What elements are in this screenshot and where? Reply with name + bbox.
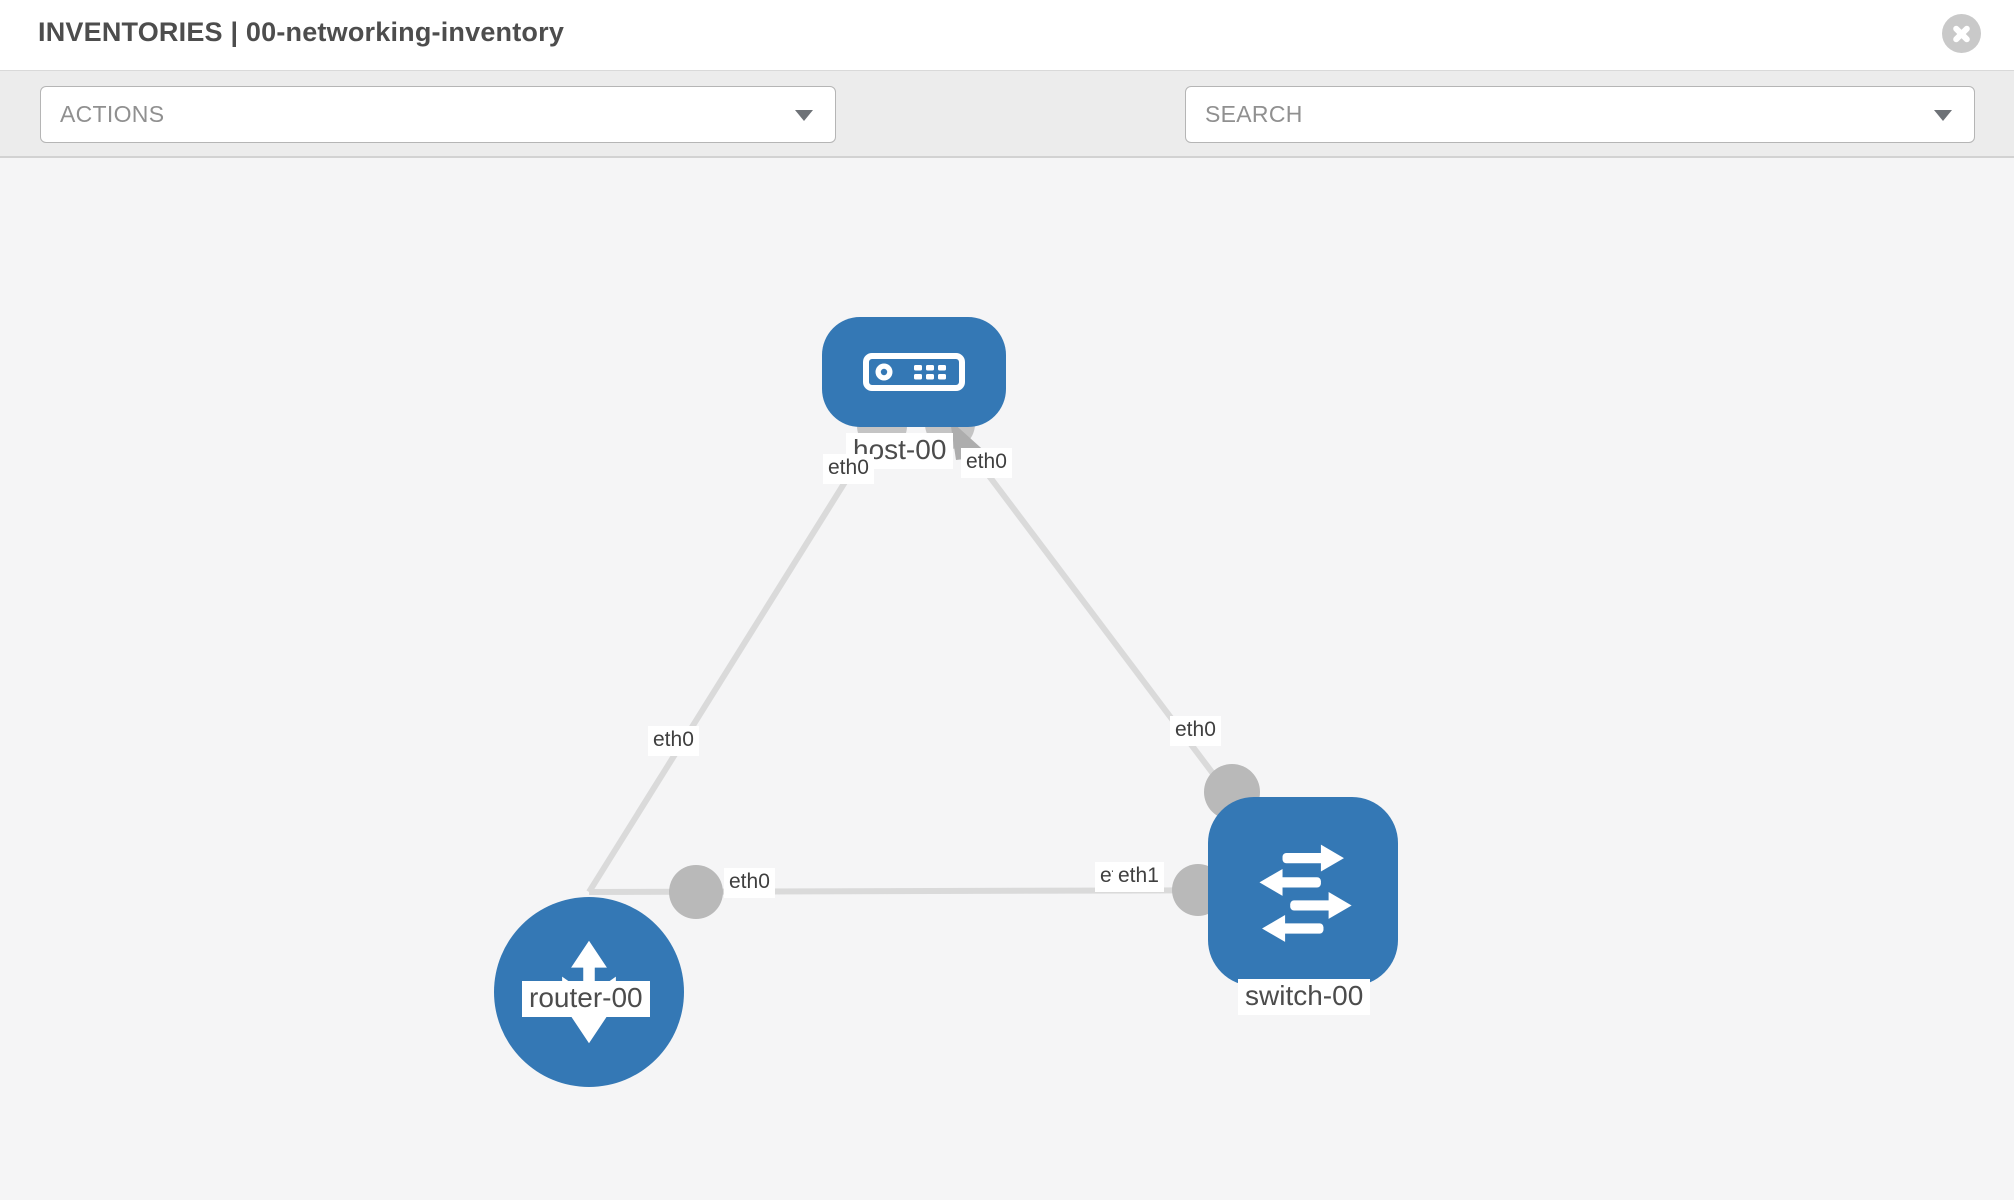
switch-icon (1208, 797, 1398, 986)
close-icon[interactable] (1942, 14, 1981, 53)
page-title: INVENTORIES | 00-networking-inventory (38, 17, 565, 47)
interface-label-host-left: eth0 (823, 454, 874, 484)
search-dropdown-label: SEARCH (1205, 101, 1303, 127)
host-icon (822, 317, 1006, 427)
node-host-00[interactable] (822, 317, 1006, 427)
link-host-router (586, 424, 883, 894)
interface-label-host-right: eth0 (961, 448, 1012, 478)
interface-label-switch-upper: eth0 (1170, 716, 1221, 746)
interface-bubble-router-right (669, 865, 723, 919)
actions-dropdown[interactable]: ACTIONS (40, 86, 836, 143)
interface-label-switch-left: eth1 (1113, 862, 1164, 892)
toolbar: ACTIONS SEARCH (0, 70, 2014, 203)
topology-canvas[interactable]: host-00 router-00 switch-00 eth0 eth0 et… (0, 158, 2014, 1200)
node-label-router-00: router-00 (522, 981, 650, 1017)
interface-label-router-right: eth0 (724, 868, 775, 898)
chevron-down-icon (795, 110, 813, 121)
header-bar: INVENTORIES | 00-networking-inventory (0, 0, 2014, 70)
actions-dropdown-label: ACTIONS (60, 101, 165, 127)
node-switch-00[interactable] (1208, 797, 1398, 986)
links-layer (586, 399, 1304, 919)
node-label-switch-00: switch-00 (1238, 979, 1371, 1015)
chevron-down-icon (1934, 110, 1952, 121)
interface-label-router-upper: eth0 (648, 726, 699, 756)
search-dropdown[interactable]: SEARCH (1185, 86, 1975, 143)
